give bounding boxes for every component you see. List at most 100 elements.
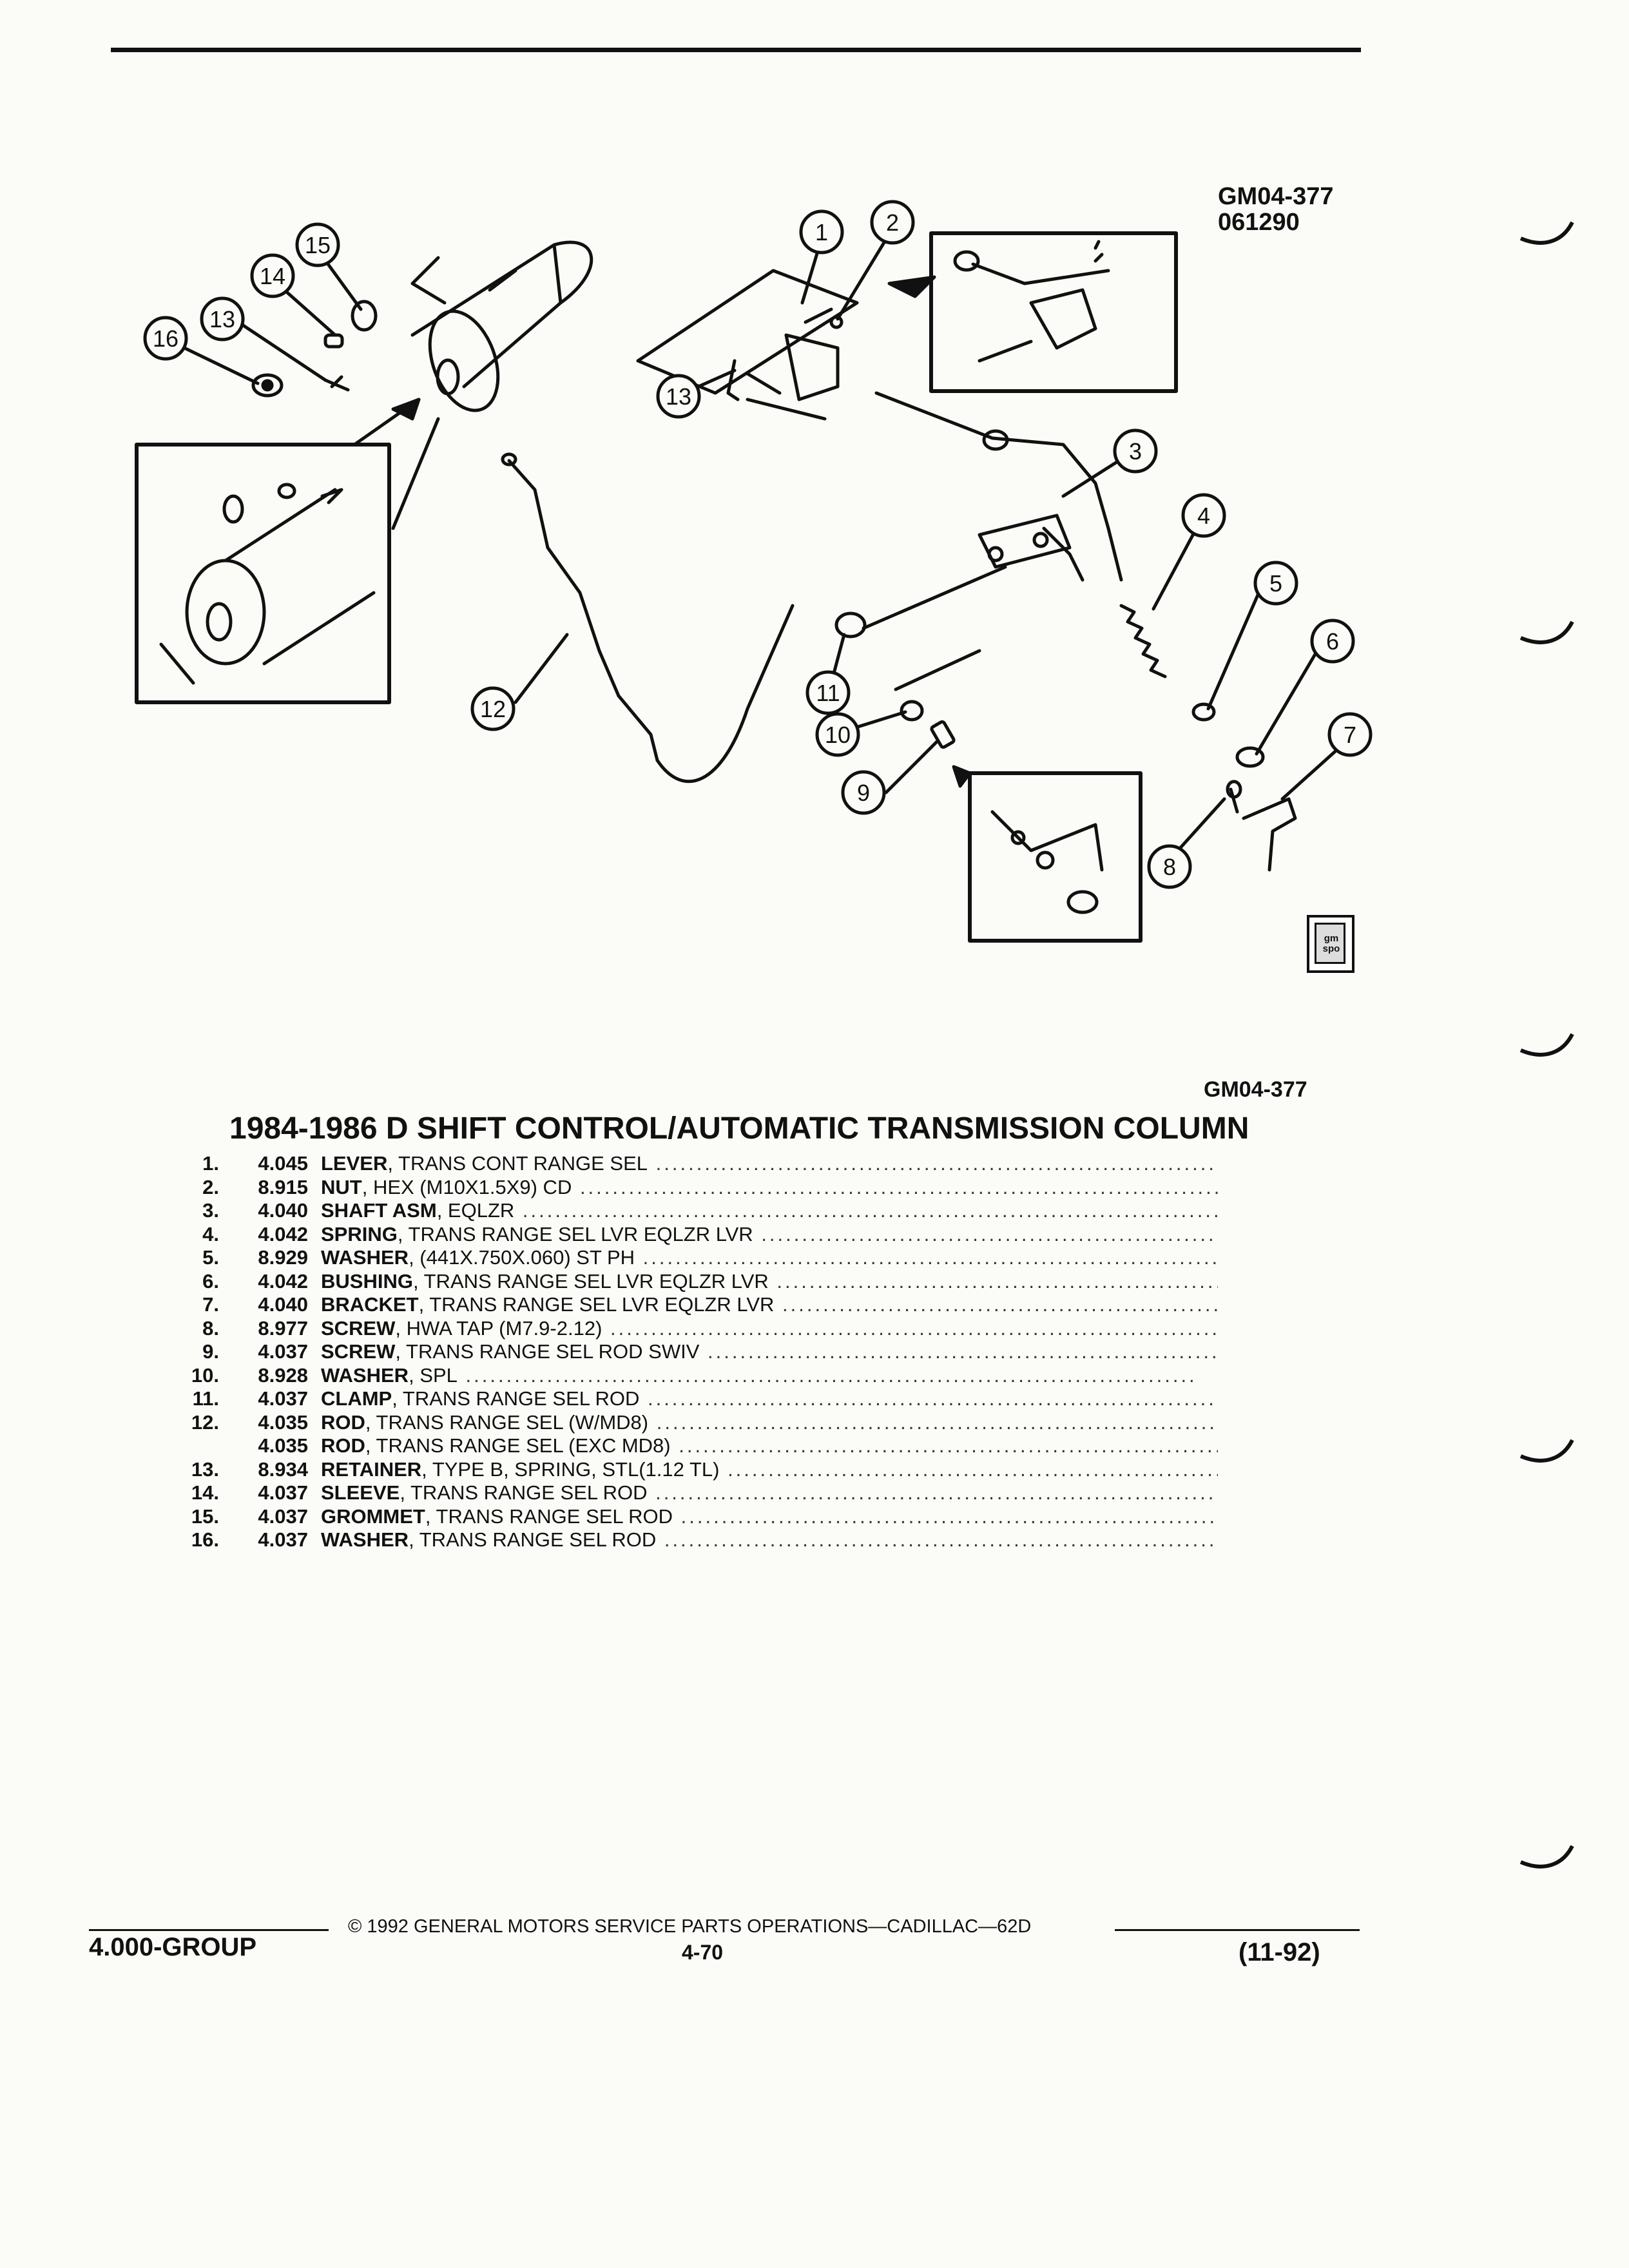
dot-leader: ........................................… <box>457 1363 1197 1387</box>
part-group: 8.934 <box>258 1457 308 1481</box>
part-detail: , TRANS RANGE SEL ROD <box>409 1528 657 1551</box>
top-rule <box>111 48 1361 52</box>
exploded-parts-diagram: 16 13 14 15 1 2 13 3 4 5 6 7 11 10 9 12 … <box>135 200 1373 943</box>
part-description: WASHER, (441X.750X.060) ST PH ..........… <box>321 1246 1218 1269</box>
binding-mark-icon <box>1519 221 1574 245</box>
binding-mark-icon <box>1519 1033 1574 1057</box>
part-name: SCREW <box>321 1316 396 1340</box>
callout-14: 14 <box>260 263 285 289</box>
callout-5: 5 <box>1269 570 1282 597</box>
part-number: 4. <box>202 1222 219 1245</box>
figure-tag: GM04-377 <box>1204 1077 1307 1102</box>
dot-leader: ........................................… <box>728 1457 1218 1481</box>
dot-leader: ........................................… <box>707 1340 1218 1363</box>
table-row: 3. 4.040 SHAFT ASM, EQLZR ................… <box>161 1199 1218 1223</box>
dot-leader: ........................................… <box>679 1434 1218 1457</box>
part-description: GROMMET, TRANS RANGE SEL ROD ...........… <box>321 1505 1218 1528</box>
callout-11: 11 <box>816 680 840 706</box>
part-group: 4.037 <box>258 1387 308 1410</box>
part-description: WASHER, TRANS RANGE SEL ROD ............… <box>321 1528 1218 1552</box>
part-number: 3. <box>202 1199 219 1222</box>
part-name: BUSHING <box>321 1269 413 1293</box>
callout-13: 13 <box>209 306 235 332</box>
part-name: ROD <box>321 1410 365 1434</box>
part-number: 7. <box>202 1293 219 1316</box>
part-group: 4.037 <box>258 1528 308 1551</box>
part-name: CLAMP <box>321 1387 392 1410</box>
part-detail: , TRANS RANGE SEL LVR EQLZR LVR <box>418 1293 775 1316</box>
part-group: 4.037 <box>258 1340 308 1363</box>
part-group: 4.035 <box>258 1434 308 1457</box>
part-detail: , (441X.750X.060) ST PH <box>409 1246 635 1269</box>
callout-10: 10 <box>825 722 851 748</box>
footer-revision: (11-92) <box>1239 1938 1320 1966</box>
dot-leader: ........................................… <box>647 1387 1218 1410</box>
part-description: LEVER, TRANS CONT RANGE SEL ............… <box>321 1152 1218 1175</box>
part-number: 10. <box>191 1363 219 1387</box>
part-name: NUT <box>321 1175 362 1198</box>
part-name: WASHER <box>321 1246 409 1269</box>
part-description: ROD, TRANS RANGE SEL (EXC MD8) .........… <box>321 1434 1218 1457</box>
dot-leader: ........................................… <box>664 1528 1218 1551</box>
part-detail: , EQLZR <box>436 1199 515 1222</box>
footer-rule-right <box>1115 1929 1360 1931</box>
callout-3: 3 <box>1129 438 1142 465</box>
part-detail: , TRANS RANGE SEL ROD SWIV <box>395 1340 700 1363</box>
dot-leader: ........................................… <box>656 1410 1218 1434</box>
callout-15: 15 <box>305 232 331 258</box>
dot-leader: ........................................… <box>642 1246 1218 1269</box>
part-number: 2. <box>202 1175 219 1198</box>
dot-leader: ........................................… <box>579 1175 1218 1198</box>
dot-leader: ........................................… <box>776 1269 1218 1293</box>
part-group: 4.040 <box>258 1199 308 1222</box>
part-number: 14. <box>191 1481 219 1504</box>
binding-mark-icon <box>1519 1845 1574 1869</box>
callout-13b: 13 <box>666 383 691 410</box>
part-number: 9. <box>202 1340 219 1363</box>
callout-7: 7 <box>1344 722 1356 748</box>
gm-spo-icon: gm spo <box>1307 915 1354 973</box>
part-group: 8.915 <box>258 1175 308 1198</box>
part-detail: , HEX (M10X1.5X9) CD <box>361 1175 572 1198</box>
part-name: ROD <box>321 1434 365 1457</box>
part-group: 4.042 <box>258 1269 308 1293</box>
part-number: 1. <box>202 1152 219 1175</box>
dot-leader: ........................................… <box>680 1504 1218 1528</box>
part-detail: , TRANS RANGE SEL ROD <box>392 1387 640 1410</box>
callout-12: 12 <box>480 696 506 722</box>
part-name: WASHER <box>321 1363 409 1387</box>
page-title: 1984-1986 D SHIFT CONTROL/AUTOMATIC TRAN… <box>229 1111 1249 1146</box>
dot-leader: ........................................… <box>782 1293 1218 1316</box>
part-description: WASHER, SPL ............................… <box>321 1364 1218 1387</box>
part-detail: , TRANS RANGE SEL LVR EQLZR LVR <box>397 1222 753 1245</box>
part-name: WASHER <box>321 1528 409 1551</box>
dot-leader: ........................................… <box>655 1481 1218 1504</box>
table-row: 4.035 ROD, TRANS RANGE SEL (EXC MD8) ....… <box>161 1434 1218 1458</box>
part-description: ROD, TRANS RANGE SEL (W/MD8) ...........… <box>321 1411 1218 1434</box>
footer-rule-left <box>89 1929 329 1931</box>
dot-leader: ........................................… <box>610 1316 1218 1340</box>
part-description: SHAFT ASM, EQLZR .......................… <box>321 1199 1218 1222</box>
part-number: 8. <box>202 1316 219 1340</box>
part-group: 4.040 <box>258 1293 308 1316</box>
part-number: 5. <box>202 1246 219 1269</box>
part-name: SLEEVE <box>321 1481 400 1504</box>
dot-leader: ........................................… <box>655 1152 1218 1175</box>
footer-page-number: 4-70 <box>682 1941 724 1964</box>
part-detail: , TRANS RANGE SEL ROD <box>425 1504 673 1528</box>
part-detail: , HWA TAP (M7.9-2.12) <box>395 1316 602 1340</box>
part-number: 6. <box>202 1269 219 1293</box>
part-description: RETAINER, TYPE B, SPRING, STL(1.12 TL) .… <box>321 1458 1218 1481</box>
part-name: SPRING <box>321 1222 398 1245</box>
